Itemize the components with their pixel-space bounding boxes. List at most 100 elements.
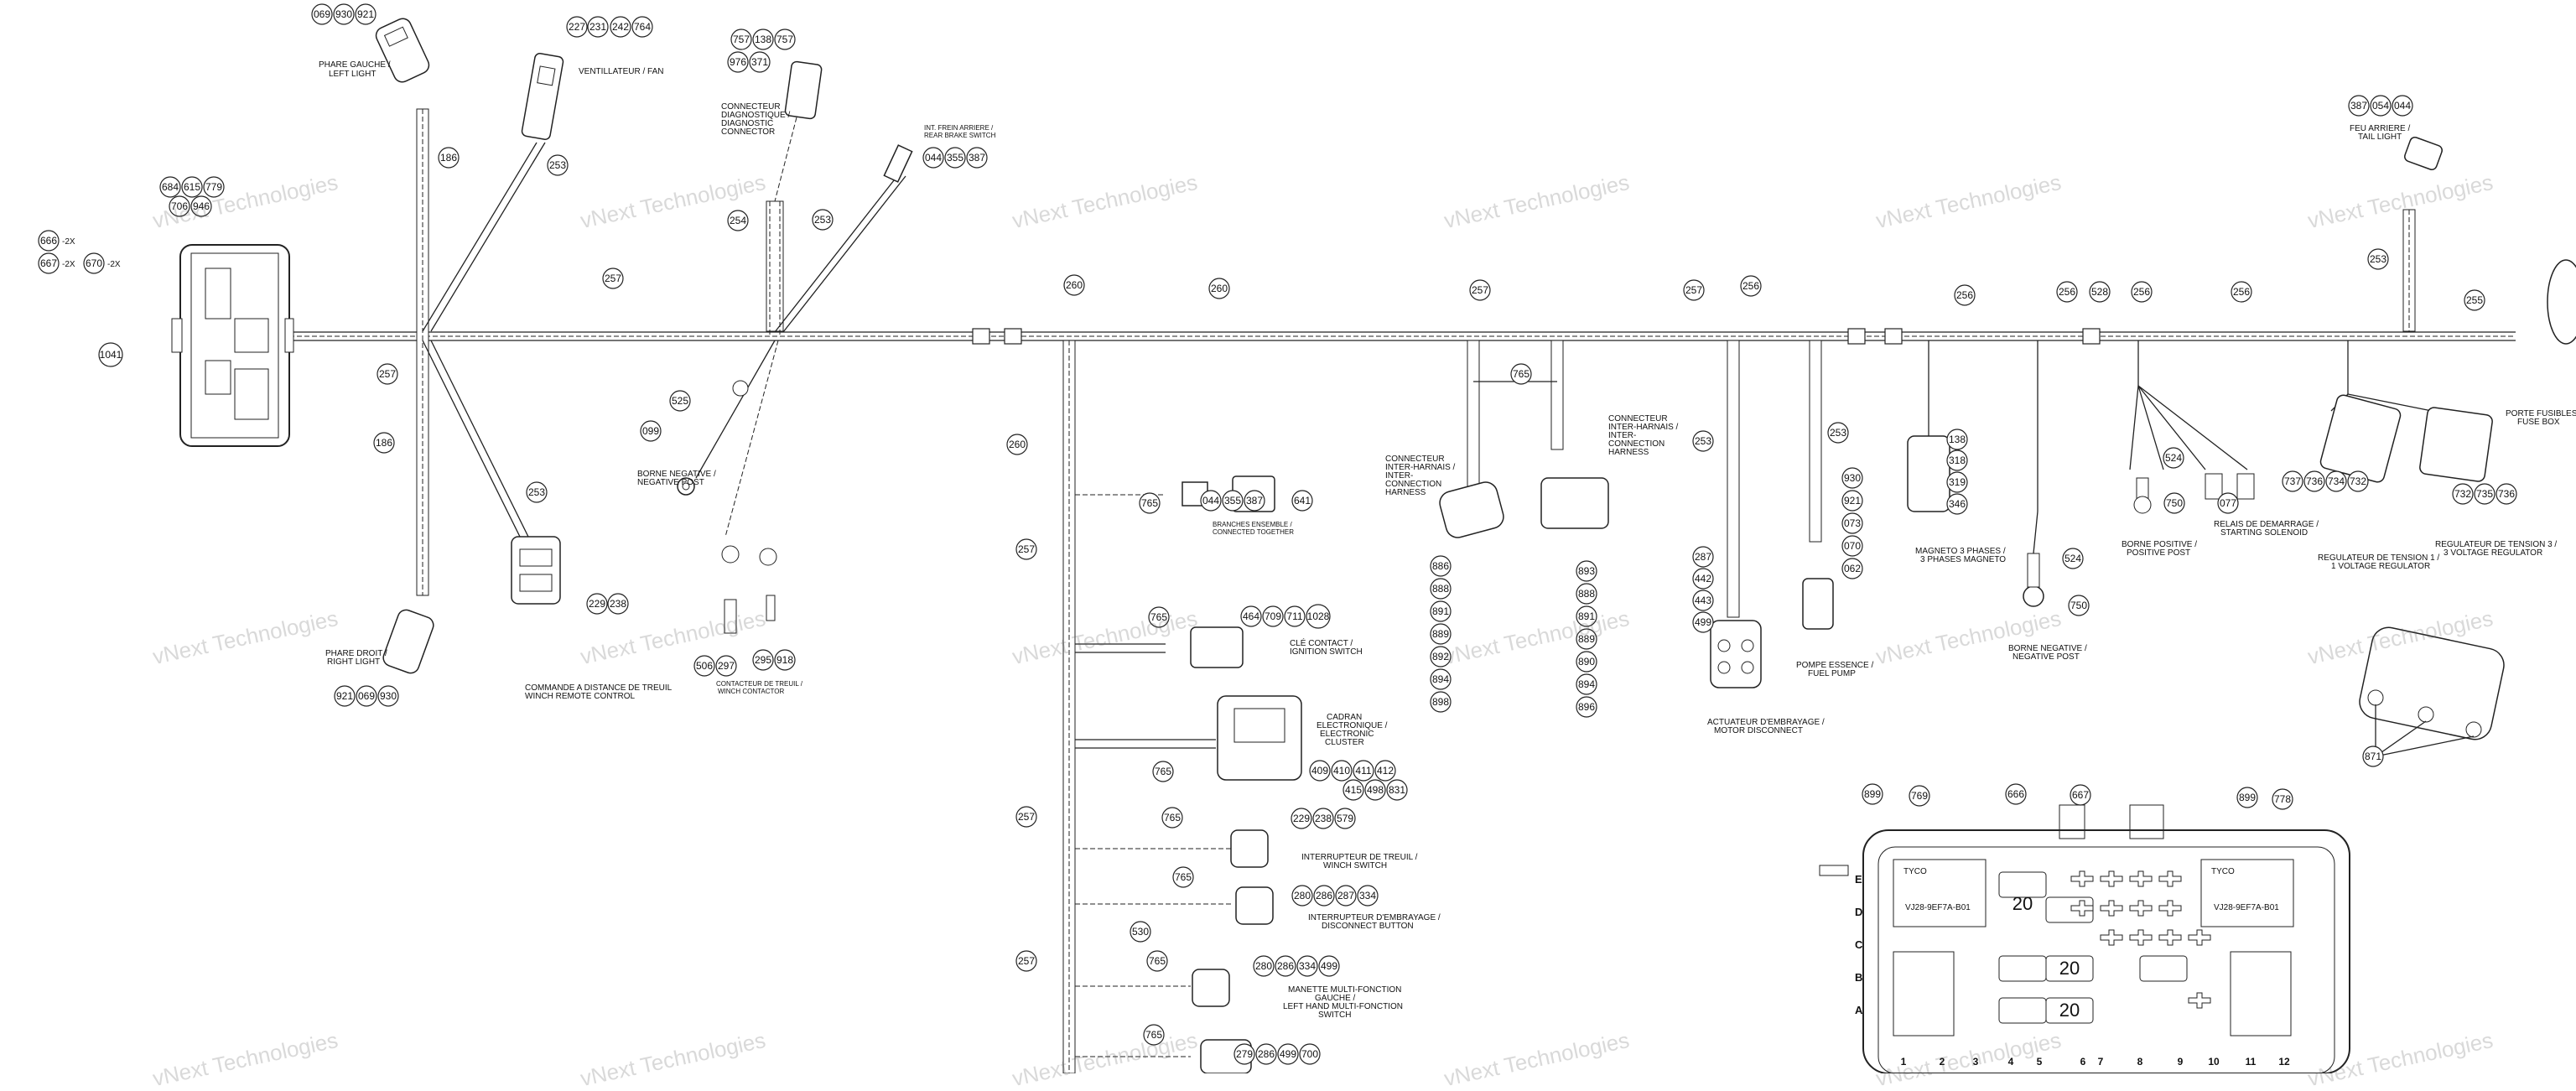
svg-text:711: 711 xyxy=(1286,610,1302,622)
svg-text:186: 186 xyxy=(376,437,392,449)
svg-text:930: 930 xyxy=(380,690,397,702)
svg-text:409: 409 xyxy=(1311,765,1328,777)
svg-text:524: 524 xyxy=(2165,452,2182,464)
positive-post xyxy=(2129,340,2255,514)
svg-text:346: 346 xyxy=(1949,498,1966,510)
svg-text:20: 20 xyxy=(2059,1000,2080,1021)
svg-text:256: 256 xyxy=(2059,286,2075,298)
svg-text:256: 256 xyxy=(1742,280,1759,292)
svg-text:387: 387 xyxy=(2350,100,2367,112)
svg-text:PORTE FUSIBLES /FUSE BOX: PORTE FUSIBLES /FUSE BOX xyxy=(2506,409,2576,427)
svg-text:894: 894 xyxy=(1432,673,1449,685)
svg-text:PHARE DROIT /RIGHT LIGHT: PHARE DROIT /RIGHT LIGHT xyxy=(325,649,387,667)
inter-harness-connectors xyxy=(1439,340,1609,538)
wire-label: 186 xyxy=(373,432,395,454)
svg-text:1: 1 xyxy=(1901,1056,1907,1068)
svg-text:6: 6 xyxy=(2080,1056,2086,1068)
svg-text:257: 257 xyxy=(1472,284,1488,296)
svg-text:355: 355 xyxy=(947,152,963,164)
wire-label: 186 xyxy=(438,147,460,169)
svg-text:E: E xyxy=(1855,873,1862,886)
svg-text:765: 765 xyxy=(1150,611,1167,623)
svg-text:231: 231 xyxy=(589,21,606,33)
wire-label: 253 xyxy=(1827,422,1849,444)
svg-text:070: 070 xyxy=(1844,540,1861,552)
svg-text:8: 8 xyxy=(2137,1056,2143,1068)
svg-text:706: 706 xyxy=(171,200,188,212)
wire-label: 257 xyxy=(1469,279,1491,301)
svg-text:765: 765 xyxy=(1513,368,1530,380)
svg-text:667: 667 xyxy=(2072,789,2089,801)
wire-label: 257 xyxy=(1683,279,1705,301)
svg-text:062: 062 xyxy=(1844,563,1861,574)
svg-text:10: 10 xyxy=(2208,1056,2220,1068)
svg-text:524: 524 xyxy=(2064,553,2081,564)
right-light-connector xyxy=(382,609,434,674)
motor-disconnect xyxy=(1710,340,1762,688)
svg-text:892: 892 xyxy=(1432,651,1449,662)
svg-text:371: 371 xyxy=(751,56,768,68)
svg-text:260: 260 xyxy=(1211,283,1228,294)
wire-label: 528 xyxy=(2089,281,2111,303)
svg-text:242: 242 xyxy=(612,21,629,33)
circle-group-neg2: 524 750 xyxy=(2062,548,2090,616)
wire-label: 257 xyxy=(1015,950,1037,972)
svg-text:757: 757 xyxy=(776,34,793,45)
wire-label: 256 xyxy=(2056,281,2078,303)
wire-label: 257 xyxy=(377,363,398,385)
wire-label: 765 xyxy=(1161,807,1183,829)
svg-text:641: 641 xyxy=(1294,495,1311,507)
svg-text:921: 921 xyxy=(336,690,353,702)
svg-text:ACTUATEUR D'EMBRAYAGE /MOTOR D: ACTUATEUR D'EMBRAYAGE /MOTOR DISCONNECT xyxy=(1707,718,1825,735)
svg-text:765: 765 xyxy=(1164,812,1181,823)
wire-label: 257 xyxy=(1015,806,1037,828)
svg-text:BORNE NEGATIVE /NEGATIVE POST: BORNE NEGATIVE /NEGATIVE POST xyxy=(2008,644,2087,662)
svg-text:442: 442 xyxy=(1695,573,1711,584)
svg-text:7: 7 xyxy=(2098,1056,2104,1068)
main-harness xyxy=(289,328,2516,345)
svg-text:BORNE POSITIVE /POSITIVE POST: BORNE POSITIVE /POSITIVE POST xyxy=(2122,540,2197,558)
svg-text:750: 750 xyxy=(2070,600,2087,611)
svg-text:069: 069 xyxy=(314,8,330,20)
winch-contactor xyxy=(721,545,777,634)
svg-text:684: 684 xyxy=(162,181,179,193)
svg-text:918: 918 xyxy=(776,654,793,666)
svg-text:MAGNETO 3 PHASES /3 PHASES MAG: MAGNETO 3 PHASES /3 PHASES MAGNETO xyxy=(1915,547,2006,564)
svg-text:530: 530 xyxy=(1132,926,1149,938)
wire-labels: 186 186 253 253 257 257 254 253 260 260 … xyxy=(373,147,2485,1046)
svg-text:280: 280 xyxy=(1255,960,1272,972)
svg-text:287: 287 xyxy=(1337,890,1354,901)
svg-text:20: 20 xyxy=(2012,893,2033,914)
svg-text:319: 319 xyxy=(1949,476,1966,488)
svg-text:579: 579 xyxy=(1337,813,1353,824)
svg-text:257: 257 xyxy=(605,273,621,284)
fan-connector xyxy=(521,53,564,140)
svg-text:5: 5 xyxy=(2037,1056,2043,1068)
voltage-regulators xyxy=(2319,340,2493,483)
svg-text:888: 888 xyxy=(1578,588,1595,600)
tail-light xyxy=(2402,137,2443,332)
svg-text:257: 257 xyxy=(379,368,396,380)
svg-text:4: 4 xyxy=(2008,1056,2014,1068)
svg-text:260: 260 xyxy=(1009,439,1026,450)
central-connectors xyxy=(1182,475,1302,1073)
svg-text:700: 700 xyxy=(1301,1048,1318,1060)
wire-label: 253 xyxy=(1692,430,1714,452)
svg-text:499: 499 xyxy=(1321,960,1337,972)
svg-text:667: 667 xyxy=(40,257,57,269)
svg-text:099: 099 xyxy=(642,425,659,437)
